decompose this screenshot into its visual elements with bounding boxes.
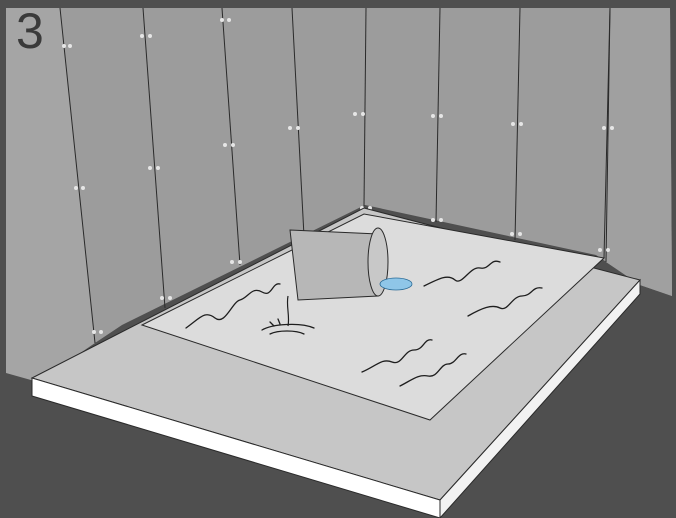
right-wall	[606, 8, 672, 296]
water-puddle	[380, 278, 412, 290]
bucket-body	[290, 230, 378, 300]
step-number: 3	[16, 6, 44, 56]
